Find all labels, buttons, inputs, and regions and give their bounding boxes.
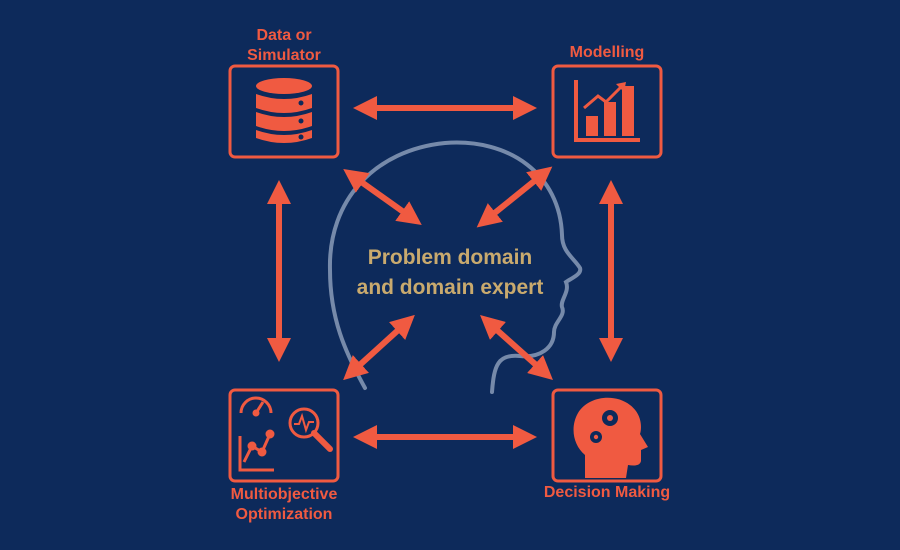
- head-outline: [327, 140, 583, 394]
- optimization-analytics-icon: [238, 396, 333, 472]
- data-simulator-label-line2: Simulator: [247, 47, 321, 64]
- decision-making-label-text: Decision Making: [543, 484, 671, 501]
- decision-making-box: [551, 388, 663, 483]
- arrow-data-center: [343, 169, 422, 225]
- modelling-label: Modelling: [537, 43, 677, 63]
- decision-making-label: Decision Making: [522, 483, 692, 503]
- data-simulator-box: [228, 64, 340, 159]
- bar-chart-growth-icon: [574, 80, 640, 142]
- center-label-line1: Problem domain: [367, 246, 533, 269]
- multiobjective-label: Multiobjective Optimization: [204, 485, 364, 525]
- arrow-modelling-center: [476, 166, 553, 228]
- center-label: Problem domain and domain expert: [300, 243, 600, 303]
- multiobjective-label-line1: Multiobjective: [230, 486, 338, 503]
- data-simulator-label: Data or Simulator: [224, 26, 344, 66]
- multiobjective-box: [228, 388, 340, 483]
- center-label-line2: and domain expert: [356, 276, 544, 299]
- multiobjective-label-line2: Optimization: [235, 506, 333, 523]
- modelling-label-text: Modelling: [569, 44, 645, 61]
- arrow-multiobjective-center: [343, 314, 415, 381]
- head-gears-icon: [573, 397, 648, 478]
- arrow-decision-center: [480, 315, 553, 380]
- modelling-box: [551, 64, 663, 159]
- data-simulator-label-line1: Data or: [256, 27, 312, 44]
- database-icon: [256, 78, 312, 143]
